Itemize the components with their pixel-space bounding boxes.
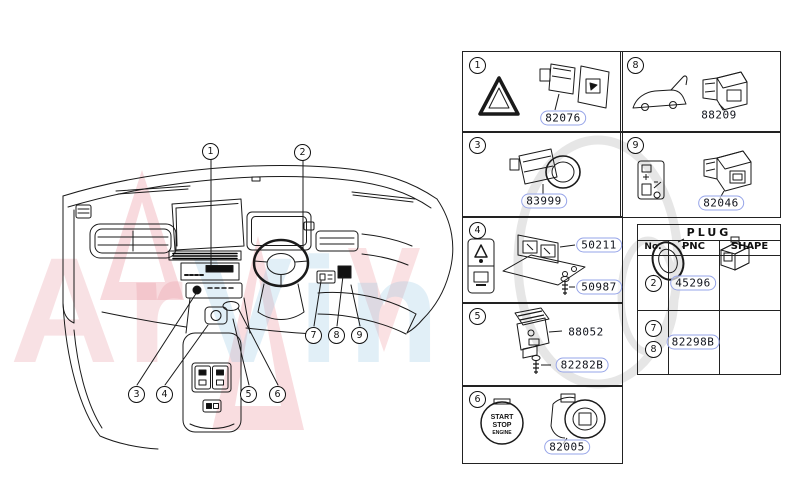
socket-switch-drawing bbox=[509, 148, 581, 194]
callout-leader-lines bbox=[136, 159, 361, 386]
tailgate-switch-drawing bbox=[702, 71, 748, 111]
part-box-4-number: 4 bbox=[469, 222, 486, 239]
mirror-switch-drawing bbox=[703, 150, 752, 199]
plug-row2-no-7: 7 bbox=[645, 320, 662, 337]
callout-8: 8 bbox=[328, 327, 345, 344]
part-number-82298B[interactable]: 82298B bbox=[666, 334, 720, 350]
switch-cluster-icon bbox=[467, 238, 495, 294]
hazard-triangle-icon bbox=[478, 76, 520, 116]
screw-icon bbox=[560, 276, 575, 295]
part-box-9-number: 9 bbox=[627, 137, 644, 154]
part-box-5: 5 88052 82282B bbox=[462, 302, 623, 387]
part-box-4: 4 bbox=[462, 216, 623, 304]
part-box-1: 1 82076 bbox=[462, 51, 623, 133]
switch-assembly-drawing bbox=[502, 234, 586, 286]
callout-9: 9 bbox=[351, 327, 368, 344]
plug-table: PLUG No. PNC SHAPE 2 45296 7 8 82298B bbox=[637, 224, 781, 375]
plug-col-no: No. bbox=[644, 242, 662, 252]
callout-6: 6 bbox=[269, 386, 286, 403]
part-box-6: 6 START STOP ENGINE 82005 bbox=[462, 385, 623, 464]
single-switch-drawing bbox=[514, 307, 563, 359]
svg-text:STOP: STOP bbox=[493, 422, 512, 429]
plug-col-shape: SHAPE bbox=[730, 241, 769, 252]
callout-7: 7 bbox=[305, 327, 322, 344]
plug-table-title: PLUG bbox=[686, 226, 732, 239]
hazard-switch-drawing bbox=[539, 63, 610, 111]
part-number-45296[interactable]: 45296 bbox=[670, 275, 716, 291]
part-box-3-number: 3 bbox=[469, 137, 486, 154]
plug-row1-no: 2 bbox=[645, 275, 662, 292]
screw-icon bbox=[531, 355, 551, 374]
callout-5: 5 bbox=[240, 386, 257, 403]
start-stop-engine-icon: START STOP ENGINE bbox=[480, 398, 524, 445]
part-number-50211[interactable]: 50211 bbox=[576, 237, 622, 253]
part-number-50987[interactable]: 50987 bbox=[576, 279, 622, 295]
part-box-1-number: 1 bbox=[469, 57, 486, 74]
dashboard-line-art bbox=[62, 159, 454, 450]
part-box-8: 8 88209 bbox=[620, 51, 781, 133]
part-number-88209: 88209 bbox=[701, 108, 737, 122]
callout-2: 2 bbox=[294, 144, 311, 161]
watermark-text-ar: Ar bbox=[10, 226, 193, 394]
plug-col-pnc: PNC bbox=[681, 241, 706, 252]
part-number-82282B[interactable]: 82282B bbox=[555, 357, 609, 373]
ignition-switch-drawing bbox=[550, 393, 606, 445]
part-number-88052: 88052 bbox=[568, 325, 604, 339]
plug-row2-no-8: 8 bbox=[645, 341, 662, 358]
part-box-8-number: 8 bbox=[627, 57, 644, 74]
part-box-9: 9 82046 bbox=[620, 131, 781, 218]
callout-1: 1 bbox=[202, 143, 219, 160]
part-box-3: 3 83999 bbox=[462, 131, 623, 218]
part-number-82076[interactable]: 82076 bbox=[540, 110, 586, 126]
part-number-82005[interactable]: 82005 bbox=[544, 439, 590, 455]
callout-3: 3 bbox=[128, 386, 145, 403]
callout-4: 4 bbox=[156, 386, 173, 403]
tailgate-open-icon bbox=[632, 75, 688, 111]
svg-text:START: START bbox=[491, 414, 515, 421]
plug-shape-icon bbox=[720, 236, 751, 271]
part-number-83999[interactable]: 83999 bbox=[521, 193, 567, 209]
switch-panel-icon bbox=[637, 160, 665, 200]
part-box-5-number: 5 bbox=[469, 308, 486, 325]
part-box-6-number: 6 bbox=[469, 391, 486, 408]
part-number-82046[interactable]: 82046 bbox=[698, 195, 744, 211]
svg-text:ENGINE: ENGINE bbox=[492, 430, 512, 436]
